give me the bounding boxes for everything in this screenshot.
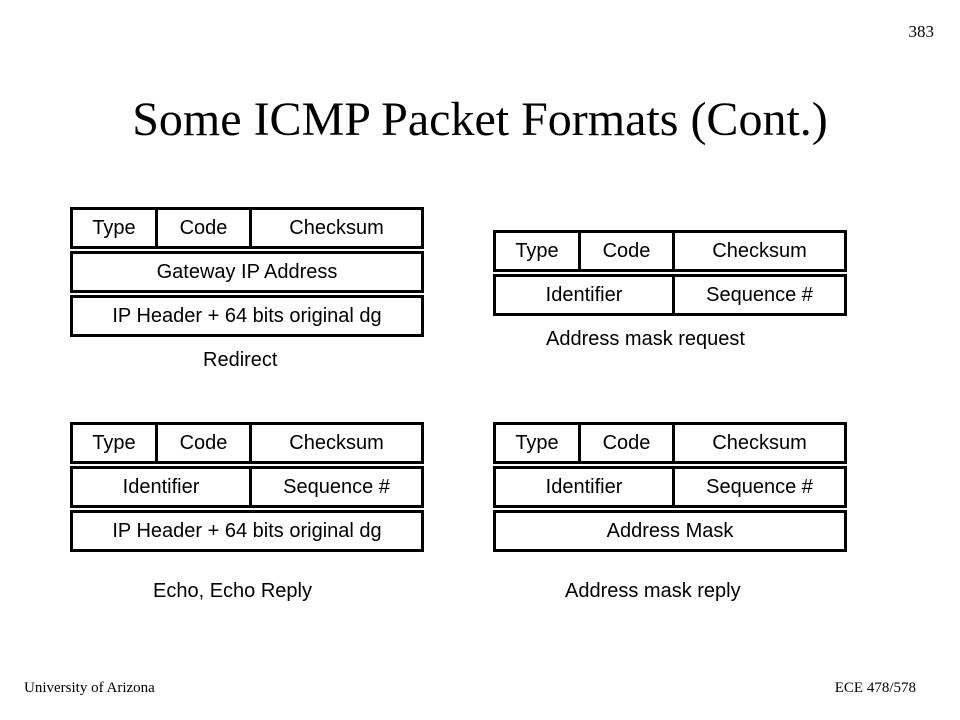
gateway-ip-field: Gateway IP Address <box>156 260 338 283</box>
ip-header-field: IP Header + 64 bits original dg <box>112 519 382 542</box>
echo-caption: Echo, Echo Reply <box>153 580 312 602</box>
identifier-field: Identifier <box>122 475 200 498</box>
mask-reply-header-row: Type Code Checksum <box>493 422 847 464</box>
sequence-field: Sequence # <box>672 277 844 313</box>
sequence-field: Sequence # <box>249 469 421 505</box>
checksum-field: Checksum <box>672 425 844 461</box>
mask-request-caption: Address mask request <box>546 328 745 350</box>
echo-packet-diagram: Type Code Checksum Identifier Sequence #… <box>70 422 424 608</box>
echo-header-row: Type Code Checksum <box>70 422 424 464</box>
redirect-header-row: Type Code Checksum <box>70 207 424 249</box>
mask-reply-caption: Address mask reply <box>565 580 741 602</box>
type-field: Type <box>515 431 559 454</box>
mask-request-header-row: Type Code Checksum <box>493 230 847 272</box>
code-field: Code <box>578 233 672 269</box>
checksum-field: Checksum <box>672 233 844 269</box>
type-field: Type <box>92 431 136 454</box>
page-number: 383 <box>908 22 935 41</box>
checksum-field: Checksum <box>249 210 421 246</box>
type-field: Type <box>92 216 136 239</box>
ip-header-field: IP Header + 64 bits original dg <box>112 304 382 327</box>
echo-id-row: Identifier Sequence # <box>70 466 424 508</box>
gateway-ip-row: Gateway IP Address <box>70 251 424 293</box>
redirect-caption: Redirect <box>203 349 278 371</box>
checksum-field: Checksum <box>249 425 421 461</box>
identifier-field: Identifier <box>545 283 623 306</box>
redirect-packet-diagram: Type Code Checksum Gateway IP Address IP… <box>70 207 424 377</box>
mask-reply-id-row: Identifier Sequence # <box>493 466 847 508</box>
code-field: Code <box>578 425 672 461</box>
footer-course: ECE 478/578 <box>834 680 916 696</box>
identifier-field: Identifier <box>545 475 623 498</box>
code-field: Code <box>155 425 249 461</box>
address-mask-field: Address Mask <box>606 519 734 542</box>
mask-request-id-row: Identifier Sequence # <box>493 274 847 316</box>
sequence-field: Sequence # <box>672 469 844 505</box>
ip-header-row: IP Header + 64 bits original dg <box>70 295 424 337</box>
footer-institution: University of Arizona <box>24 680 155 696</box>
slide-title: Some ICMP Packet Formats (Cont.) <box>132 93 828 146</box>
address-mask-row: Address Mask <box>493 510 847 552</box>
code-field: Code <box>155 210 249 246</box>
ip-header-row: IP Header + 64 bits original dg <box>70 510 424 552</box>
mask-reply-packet-diagram: Type Code Checksum Identifier Sequence #… <box>493 422 847 608</box>
mask-request-packet-diagram: Type Code Checksum Identifier Sequence #… <box>493 230 847 354</box>
type-field: Type <box>515 239 559 262</box>
